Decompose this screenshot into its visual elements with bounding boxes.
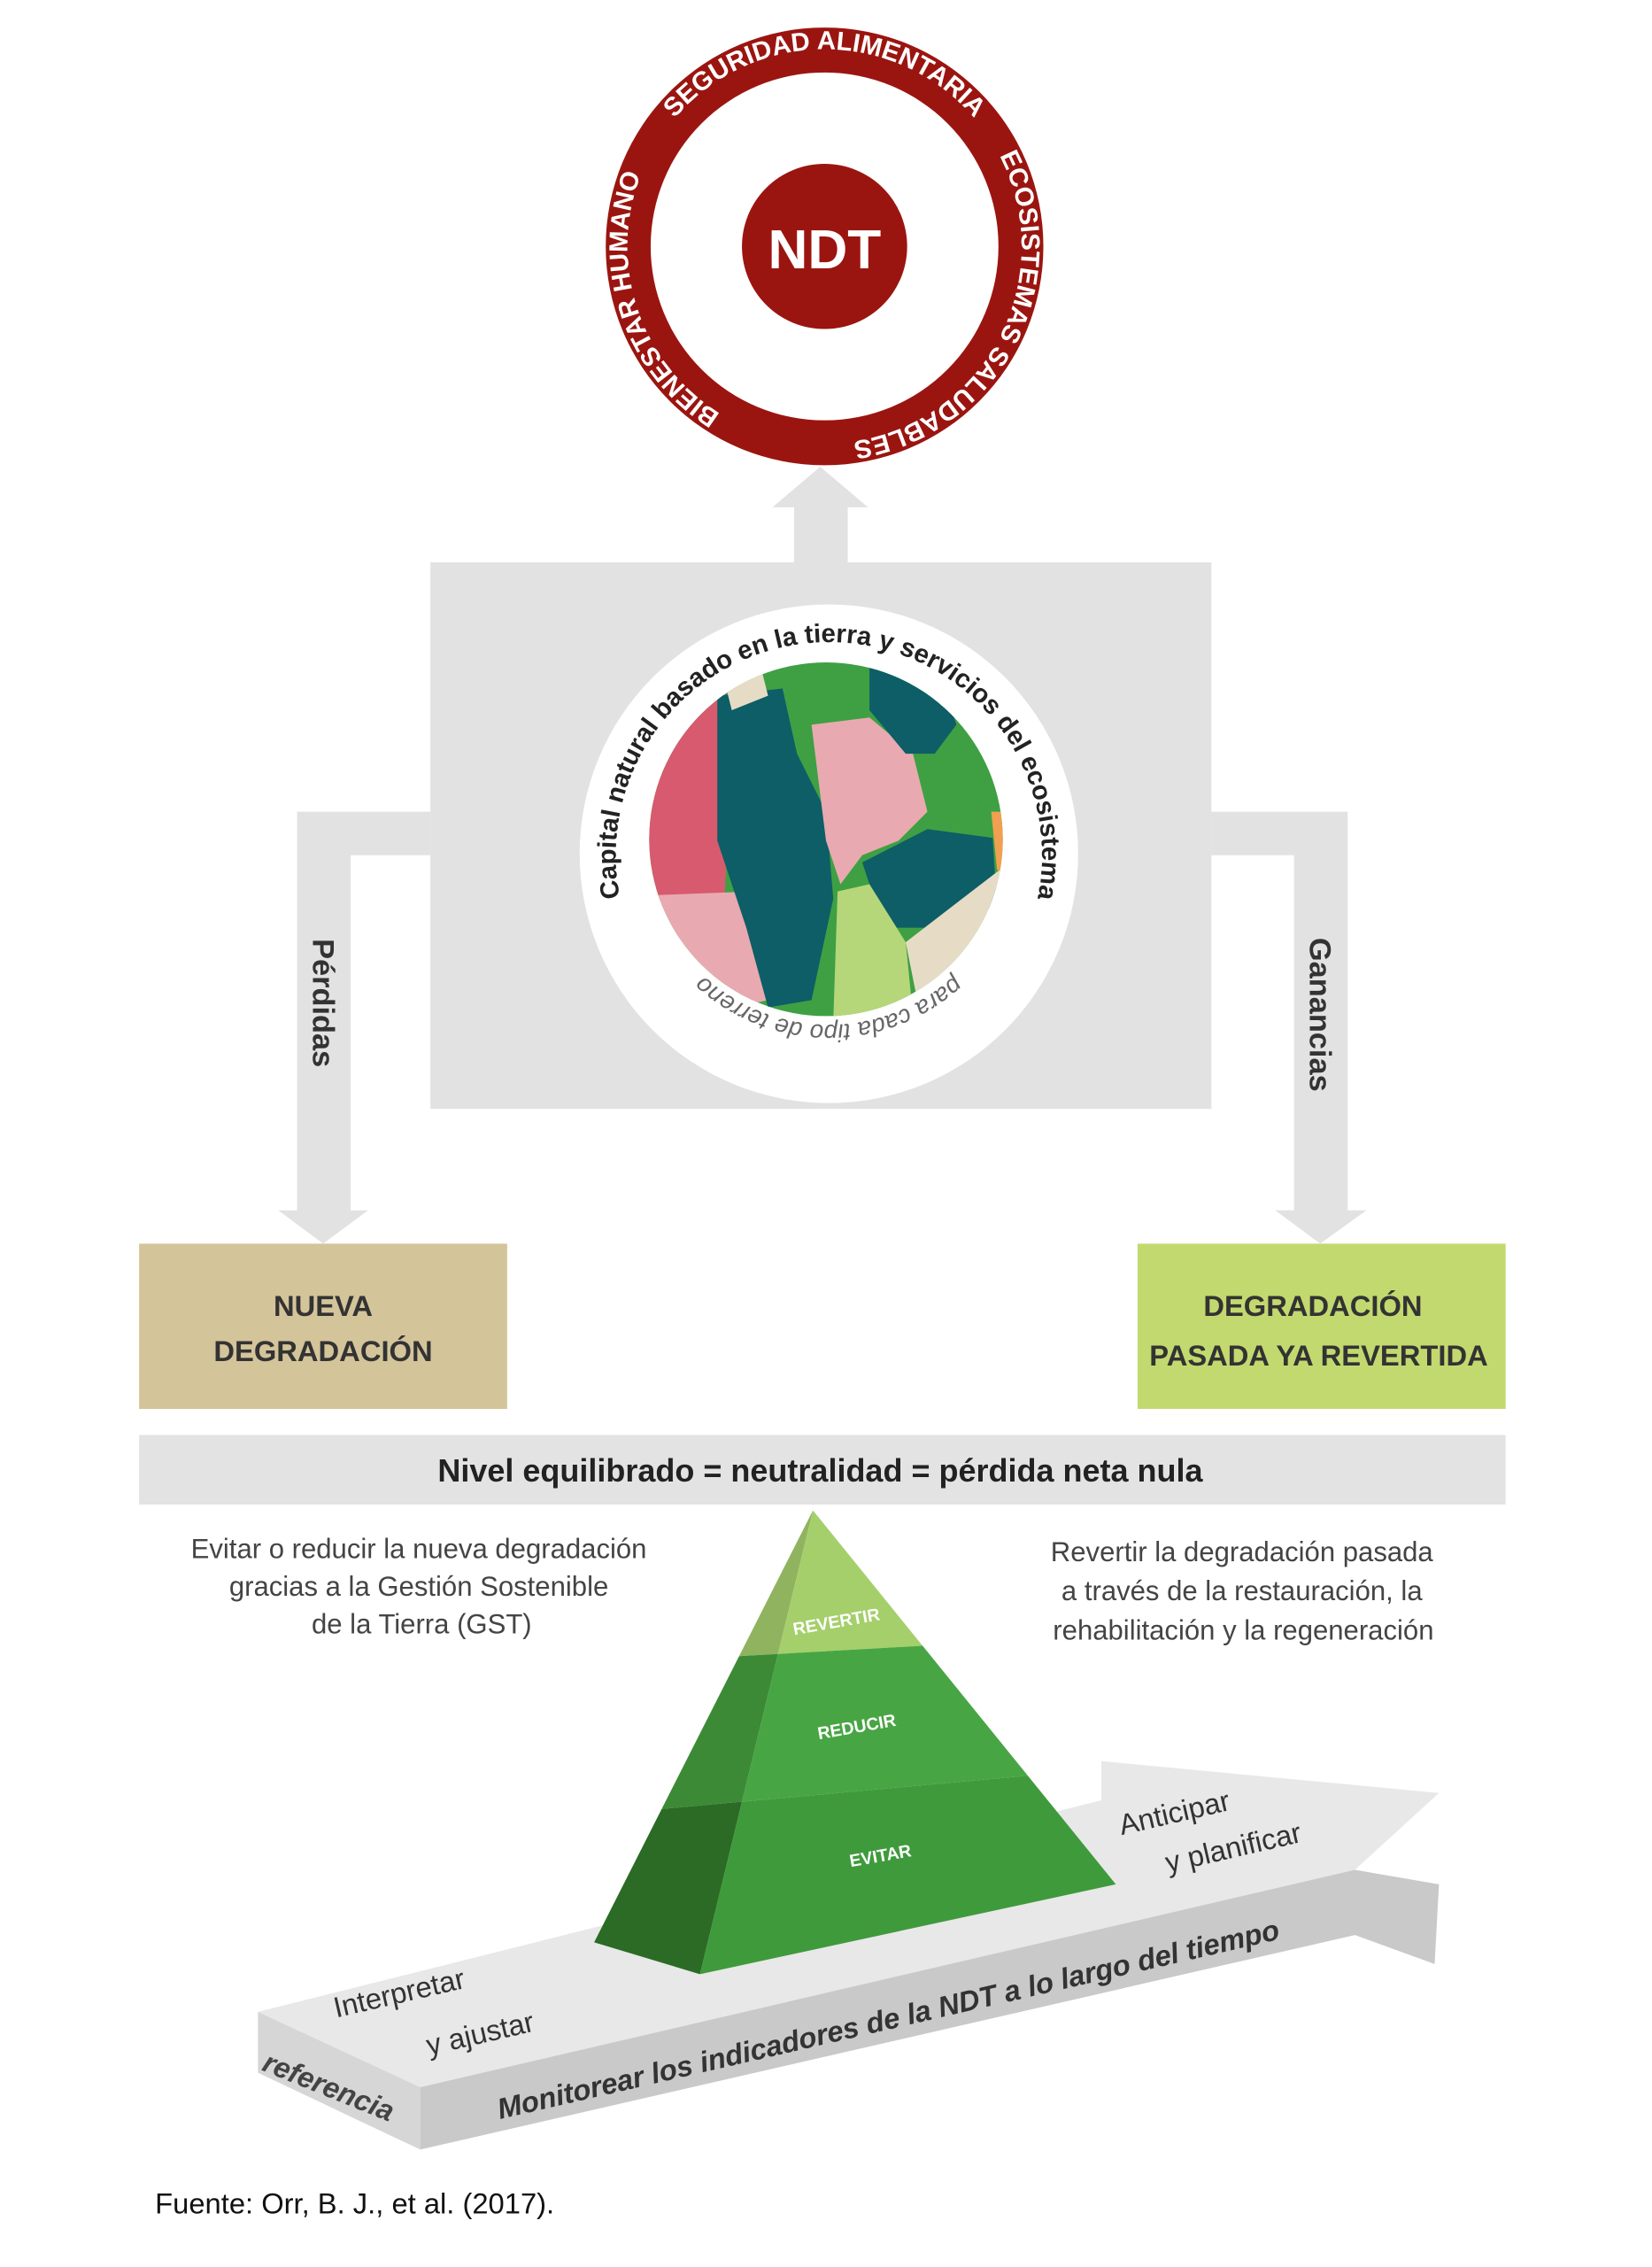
gains-arrow (1211, 811, 1367, 1244)
left-note-line: Evitar o reducir la nueva degradación (191, 1534, 647, 1565)
right-note-line: Revertir la degradación pasada (1051, 1536, 1434, 1567)
balance-bar: Nivel equilibrado = neutralidad = pérdid… (139, 1435, 1506, 1505)
source-citation: Fuente: Orr, B. J., et al. (2017). (155, 2186, 554, 2219)
balance-bar-text: Nivel equilibrado = neutralidad = pérdid… (437, 1452, 1203, 1489)
reversed-degradation-line2: PASADA YA REVERTIDA (1149, 1339, 1487, 1372)
new-degradation-box: NUEVA DEGRADACIÓN (139, 1243, 507, 1409)
gains-label: Ganancias (1303, 938, 1337, 1092)
up-arrow (772, 467, 868, 573)
right-note-line: a través de la restauración, la (1061, 1575, 1423, 1606)
left-note-line: de la Tierra (GST) (312, 1609, 532, 1640)
right-note: Revertir la degradación pasada a través … (1051, 1536, 1434, 1645)
land-mosaic (649, 662, 1003, 1017)
natural-capital-circle: Capital natural basado en la tierra y se… (579, 604, 1078, 1103)
right-note-line: rehabilitación y la regeneración (1053, 1614, 1433, 1645)
new-degradation-line1: NUEVA (274, 1289, 373, 1322)
ndt-ring: NDT SEGURIDAD ALIMENTARIA ECOSISTEMAS SA… (605, 27, 1045, 466)
left-note-line: gracias a la Gestión Sostenible (229, 1571, 608, 1602)
reversed-degradation-line1: DEGRADACIÓN (1203, 1289, 1422, 1322)
left-note: Evitar o reducir la nueva degradación gr… (191, 1534, 647, 1640)
losses-arrow (278, 811, 431, 1244)
ndt-label: NDT (768, 220, 881, 281)
ndt-center-disk (742, 163, 907, 329)
reversed-degradation-box: DEGRADACIÓN PASADA YA REVERTIDA (1137, 1243, 1506, 1409)
new-degradation-line2: DEGRADACIÓN (213, 1335, 432, 1367)
losses-label: Pérdidas (306, 939, 340, 1067)
